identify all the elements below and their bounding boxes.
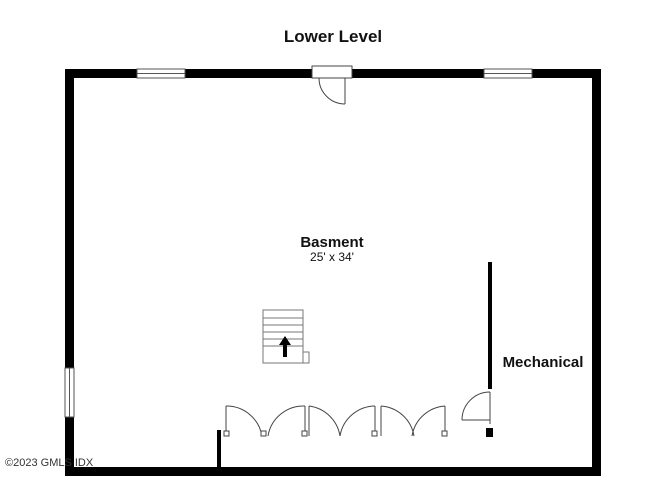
wall-bottom [65,467,601,476]
window-top-right [483,68,533,79]
wall-left-lower [65,417,74,476]
wall-top-right [532,69,601,78]
wall-top-mid-right [352,69,484,78]
mechanical-door [461,391,493,437]
storage-half-wall [217,430,221,467]
wall-right [592,69,601,476]
wall-top-left [65,69,137,78]
closet-door-pair-3 [380,405,448,437]
wall-left-upper [65,69,74,368]
windows [64,68,533,418]
room-name-mechanical: Mechanical [503,354,584,371]
storage-closet-doors [223,405,448,437]
window-top-left [136,68,186,79]
room-name-basement: Basment [300,234,363,251]
window-left [64,367,75,418]
closet-door-pair-2 [308,405,378,437]
floor-title: Lower Level [284,27,382,46]
entry-door [311,65,353,105]
mechanical-partition-wall [488,262,492,389]
stairs-up-arrow-icon [279,336,291,357]
copyright-notice: ©2023 GMLS IDX [5,457,94,469]
wall-top-mid-left [185,69,312,78]
room-dimensions-basement: 25' x 34' [310,250,354,264]
exterior-walls [65,69,601,476]
